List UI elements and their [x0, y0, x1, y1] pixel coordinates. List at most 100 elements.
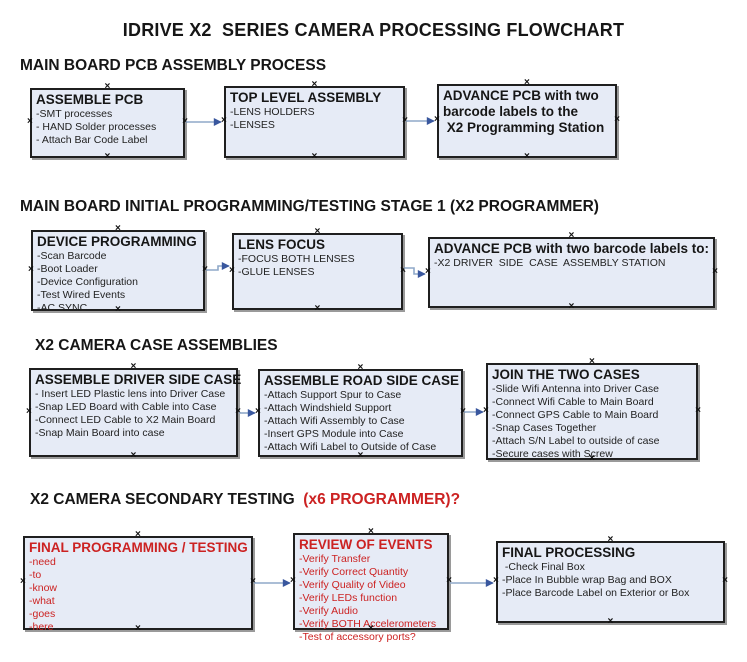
box-item: -GLUE LENSES — [238, 266, 315, 278]
box-item: -Attach Wifi Label to Outside of Case — [264, 441, 437, 453]
box-title: LENS FOCUS — [238, 237, 326, 252]
box-item: -Attach S/N Label to outside of case — [492, 435, 660, 447]
section-header-secondary-testing: X2 CAMERA SECONDARY TESTING (x6 PROGRAMM… — [30, 491, 460, 509]
box-item: -Attach Wifi Assembly to Case — [264, 415, 405, 427]
box-item: -Test Wired Events — [37, 289, 126, 301]
box-item: -know — [29, 582, 58, 594]
connection-point-icon: × — [104, 151, 111, 162]
connection-point-icon: × — [115, 223, 121, 234]
box-item: -Connect LED Cable to X2 Main Board — [35, 414, 216, 426]
box-item: -FOCUS BOTH LENSES — [238, 253, 355, 265]
flow-box-lens-focus[interactable]: LENS FOCUS -FOCUS BOTH LENSES-GLUE LENSE… — [229, 227, 406, 314]
flow-box-assemble-driver-side-case[interactable]: ASSEMBLE DRIVER SIDE CASE - Insert LED P… — [26, 362, 242, 461]
connection-point-icon: × — [182, 116, 188, 127]
page-title: IDRIVE X2 SERIES CAMERA PROCESSING FLOWC… — [122, 20, 625, 40]
connection-point-icon: × — [130, 450, 137, 461]
section-header-text: MAIN BOARD INITIAL PROGRAMMING/TESTING S… — [20, 198, 599, 215]
box-item: -need — [29, 556, 56, 568]
connection-point-icon: × — [614, 114, 620, 125]
box-item: -X2 DRIVER SIDE CASE ASSEMBLY STATION — [434, 257, 666, 269]
box-item: -goes — [29, 608, 56, 620]
connection-point-icon: × — [27, 116, 33, 127]
connection-point-icon: × — [524, 77, 530, 88]
box-item: -Slide Wifi Antenna into Driver Case — [492, 383, 659, 395]
box-item: -Attach Windshield Support — [264, 402, 392, 414]
connection-point-icon: × — [607, 616, 614, 627]
box-item-list: -Verify Transfer-Verify Correct Quantity… — [299, 553, 443, 644]
connection-point-icon: × — [589, 356, 595, 367]
connection-point-icon: × — [357, 362, 364, 373]
flow-box-final-processing[interactable]: FINAL PROCESSING -Check Final Box-Place … — [493, 535, 728, 627]
flow-box-top-level-assembly[interactable]: TOP LEVEL ASSEMBLY -LENS HOLDERS-LENSES … — [221, 80, 408, 162]
connection-point-icon: × — [314, 226, 321, 237]
box-item: -Connect Wifi Cable to Main Board — [492, 396, 654, 408]
connection-point-icon: × — [568, 230, 575, 241]
box-item-list: -need-to-know-what-goes-here — [29, 556, 247, 634]
flow-box-join-the-two-cases[interactable]: JOIN THE TWO CASES -Slide Wifi Antenna i… — [483, 357, 701, 464]
connector-arrow — [206, 262, 230, 271]
connection-point-icon: × — [722, 575, 728, 586]
section-header-initial-programming: MAIN BOARD INITIAL PROGRAMMING/TESTING S… — [20, 198, 599, 216]
box-item: -Verify Transfer — [299, 553, 371, 565]
flow-box-advance-pcb-programming-station[interactable]: ADVANCE PCB with two barcode labels to t… — [434, 78, 620, 162]
box-item-list: -X2 DRIVER SIDE CASE ASSEMBLY STATION — [434, 257, 709, 270]
connection-point-icon: × — [130, 361, 137, 372]
box-item: -Place Barcode Label on Exterior or Box — [502, 587, 690, 599]
flow-box-review-of-events[interactable]: REVIEW OF EVENTS -Verify Transfer-Verify… — [290, 527, 452, 644]
box-item-list: -Check Final Box-Place In Bubble wrap Ba… — [502, 561, 719, 600]
flow-box-final-programming-testing[interactable]: FINAL PROGRAMMING / TESTING -need-to-kno… — [20, 530, 256, 634]
box-title: ADVANCE PCB with two barcode labels to: — [434, 241, 710, 256]
section-header-pcb-assembly: MAIN BOARD PCB ASSEMBLY PROCESS — [20, 57, 326, 75]
box-title: REVIEW OF EVENTS — [299, 537, 433, 552]
section-header-case-assemblies: X2 CAMERA CASE ASSEMBLIES — [35, 337, 278, 355]
box-item: - Attach Bar Code Label — [36, 134, 148, 146]
connection-point-icon: × — [446, 574, 452, 586]
box-item: -Test of accessory ports? — [299, 631, 416, 643]
connection-point-icon: × — [368, 526, 374, 537]
box-title: ASSEMBLE DRIVER SIDE CASE — [35, 372, 242, 387]
connection-point-icon: × — [402, 115, 408, 126]
connection-point-icon: × — [135, 529, 141, 540]
box-item: -LENS HOLDERS — [230, 106, 315, 118]
connection-point-icon: × — [400, 264, 406, 276]
box-title: JOIN THE TWO CASES — [492, 367, 640, 382]
box-item: - Insert LED Plastic lens into Driver Ca… — [35, 388, 226, 400]
connection-point-icon: × — [104, 81, 111, 92]
connection-point-icon: × — [695, 404, 701, 416]
box-item: -Verify LEDs function — [299, 592, 398, 604]
flow-box-assemble-road-side-case[interactable]: ASSEMBLE ROAD SIDE CASE -Attach Support … — [255, 363, 466, 461]
box-item-list: -SMT processes- HAND Solder processes- A… — [36, 108, 179, 147]
box-item-list: -Attach Support Spur to Case-Attach Wind… — [264, 389, 457, 454]
box-item-list: -FOCUS BOTH LENSES-GLUE LENSES — [238, 253, 397, 279]
connection-point-icon: × — [483, 404, 489, 416]
connection-point-icon: × — [607, 534, 614, 545]
box-title: FINAL PROCESSING — [502, 545, 636, 560]
connection-point-icon: × — [235, 405, 241, 417]
box-title: TOP LEVEL ASSEMBLY — [230, 90, 382, 105]
flow-box-advance-pcb-driver-side-station[interactable]: ADVANCE PCB with two barcode labels to: … — [425, 231, 718, 312]
box-item: -Insert GPS Module into Case — [264, 428, 404, 440]
connection-point-icon: × — [524, 151, 530, 162]
box-item: -Place In Bubble wrap Bag and BOX — [502, 574, 672, 586]
box-item: -Verify Quality of Video — [299, 579, 406, 591]
connection-point-icon: × — [229, 264, 235, 276]
connection-point-icon: × — [221, 115, 227, 126]
box-title: DEVICE PROGRAMMING — [37, 234, 197, 249]
box-item: -Connect GPS Cable to Main Board — [492, 409, 659, 421]
section-header-red-text: (x6 PROGRAMMER)? — [299, 491, 461, 508]
box-item: -what — [29, 595, 55, 607]
box-title: FINAL PROGRAMMING / TESTING — [29, 540, 248, 555]
box-item: -Secure cases with Screw — [492, 448, 613, 460]
box-item: -to — [29, 569, 42, 581]
connection-point-icon: × — [311, 79, 318, 90]
connection-point-icon: × — [311, 151, 318, 162]
flow-box-device-programming[interactable]: DEVICE PROGRAMMING -Scan Barcode-Boot Lo… — [28, 224, 208, 315]
connection-point-icon: × — [202, 263, 208, 275]
box-item-list: - Insert LED Plastic lens into Driver Ca… — [35, 388, 232, 440]
box-item: -Snap Cases Together — [492, 422, 597, 434]
box-item-list: -LENS HOLDERS-LENSES — [230, 106, 399, 132]
box-item: -Attach Support Spur to Case — [264, 389, 402, 401]
connection-point-icon: × — [460, 406, 466, 417]
flow-box-assemble-pcb[interactable]: ASSEMBLE PCB -SMT processes- HAND Solder… — [27, 82, 188, 162]
